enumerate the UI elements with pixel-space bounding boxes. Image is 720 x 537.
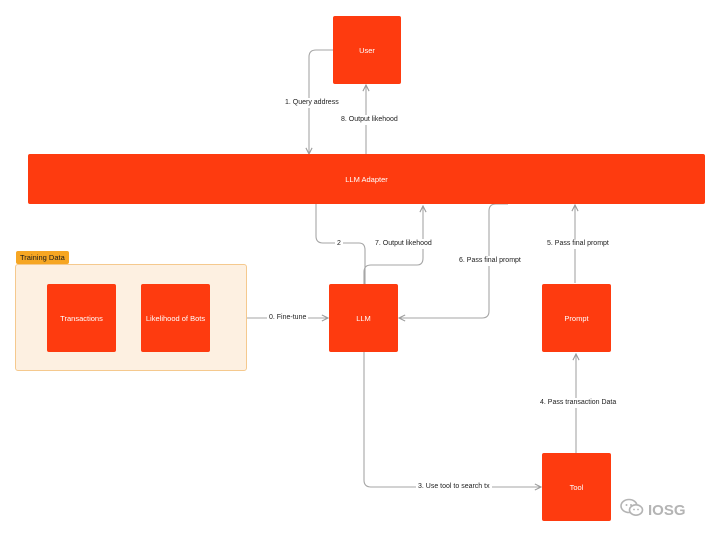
likelihood-of-bots-node[interactable]: Likelihood of Bots — [141, 284, 210, 352]
edge-output-likehood-7 — [363, 206, 423, 284]
label-output-likehood-8: 8. Output likehood — [339, 115, 400, 125]
wechat-icon — [620, 498, 644, 522]
tool-node[interactable]: Tool — [542, 453, 611, 521]
label-pass-transaction-data: 4. Pass transaction Data — [538, 398, 619, 408]
user-node[interactable]: User — [333, 16, 401, 84]
edge-use-tool — [363, 352, 541, 487]
label-pass-final-prompt-5: 5. Pass final prompt — [545, 239, 611, 249]
label-use-tool: 3. Use tool to search tx — [416, 482, 492, 492]
llm-adapter-node[interactable]: LLM Adapter — [28, 154, 705, 204]
llm-node[interactable]: LLM — [329, 284, 398, 352]
label-fine-tune: 0. Fine-tune — [267, 313, 309, 323]
edge-query-address — [309, 49, 333, 154]
prompt-node[interactable]: Prompt — [542, 284, 611, 352]
watermark-text: IOSG — [648, 501, 686, 519]
transactions-node[interactable]: Transactions — [47, 284, 116, 352]
label-2: 2 — [335, 239, 343, 249]
training-data-title: Training Data — [16, 251, 69, 264]
label-output-likehood-7: 7. Output likehood — [373, 239, 434, 249]
label-query-address: 1. Query address — [283, 98, 341, 108]
watermark: IOSG — [620, 498, 686, 522]
label-pass-final-prompt-6: 6. Pass final prompt — [457, 256, 523, 266]
